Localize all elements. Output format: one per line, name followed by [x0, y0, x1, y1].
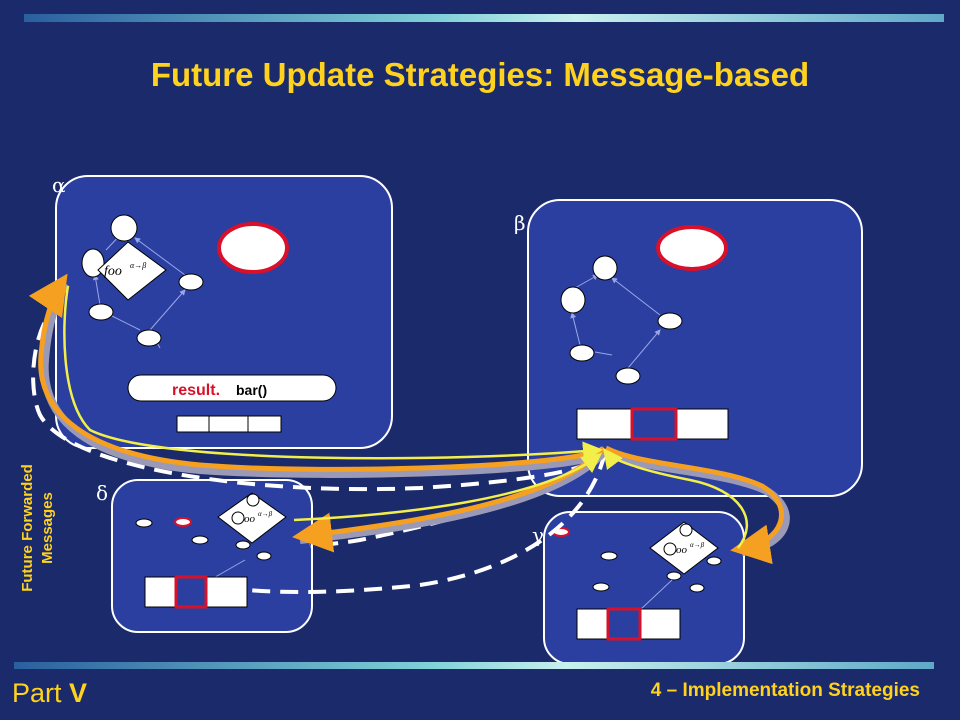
alpha-request-queue	[176, 415, 282, 433]
svg-text:oo: oo	[676, 544, 688, 556]
alpha-future-diamond	[97, 241, 167, 301]
gamma-request-queue	[576, 607, 681, 641]
request-arrow-gamma-beta	[602, 448, 749, 549]
top-gradient-bar	[24, 14, 944, 22]
beta-object-graph	[560, 255, 683, 385]
update-arrow-beta-alpha-shadow	[40, 281, 607, 478]
alpha-call-pill	[127, 374, 337, 402]
footer-part-label: Part	[12, 678, 62, 708]
footer-part: Part V	[12, 678, 87, 709]
delta-object-graph: oo α→β	[135, 492, 287, 581]
footer-part-number: V	[69, 678, 88, 708]
beta-request-queue	[576, 407, 729, 441]
gamma-object-graph: oo α→β	[552, 521, 722, 611]
svg-text:α→β: α→β	[130, 261, 146, 270]
update-arrow-beta-alpha	[28, 273, 605, 472]
page-title: Future Update Strategies: Message-based	[150, 56, 810, 93]
update-arrow-beta-gamma	[604, 445, 784, 565]
call-receiver-text: result.	[172, 382, 220, 399]
footer-section: 4 – Implementation Strategies	[650, 680, 920, 701]
svg-text:α→β: α→β	[690, 541, 705, 549]
forward-dashed-arrow-alpha-beta	[31, 298, 605, 492]
delta-request-queue	[144, 575, 248, 609]
call-method-text: bar()	[236, 382, 267, 398]
svg-text:oo: oo	[244, 513, 256, 525]
bottom-gradient-bar	[14, 662, 934, 669]
delta-label: δ	[96, 481, 108, 505]
future-forwarded-messages-label: Future Forwarded Messages	[18, 408, 58, 648]
alpha-label: α	[52, 173, 66, 197]
alpha-future-value-red-oval	[217, 222, 289, 274]
alpha-future-label: foo	[104, 264, 122, 279]
svg-text:α→β: α→β	[258, 510, 273, 518]
alpha-object-graph: foo α→β	[81, 214, 204, 349]
gamma-activity-panel	[543, 511, 745, 665]
request-arrow-alpha-beta	[63, 285, 603, 462]
delta-activity-panel	[111, 479, 313, 633]
request-arrow-delta-beta	[293, 452, 602, 522]
gamma-label: γ	[532, 523, 544, 547]
side-label-line2: Messages	[39, 492, 56, 564]
side-label-line1: Future Forwarded	[19, 464, 36, 592]
beta-future-value-red-oval	[656, 225, 728, 271]
forward-dashed-arrow-beta-gamma	[247, 451, 607, 595]
beta-label: β	[514, 211, 526, 235]
